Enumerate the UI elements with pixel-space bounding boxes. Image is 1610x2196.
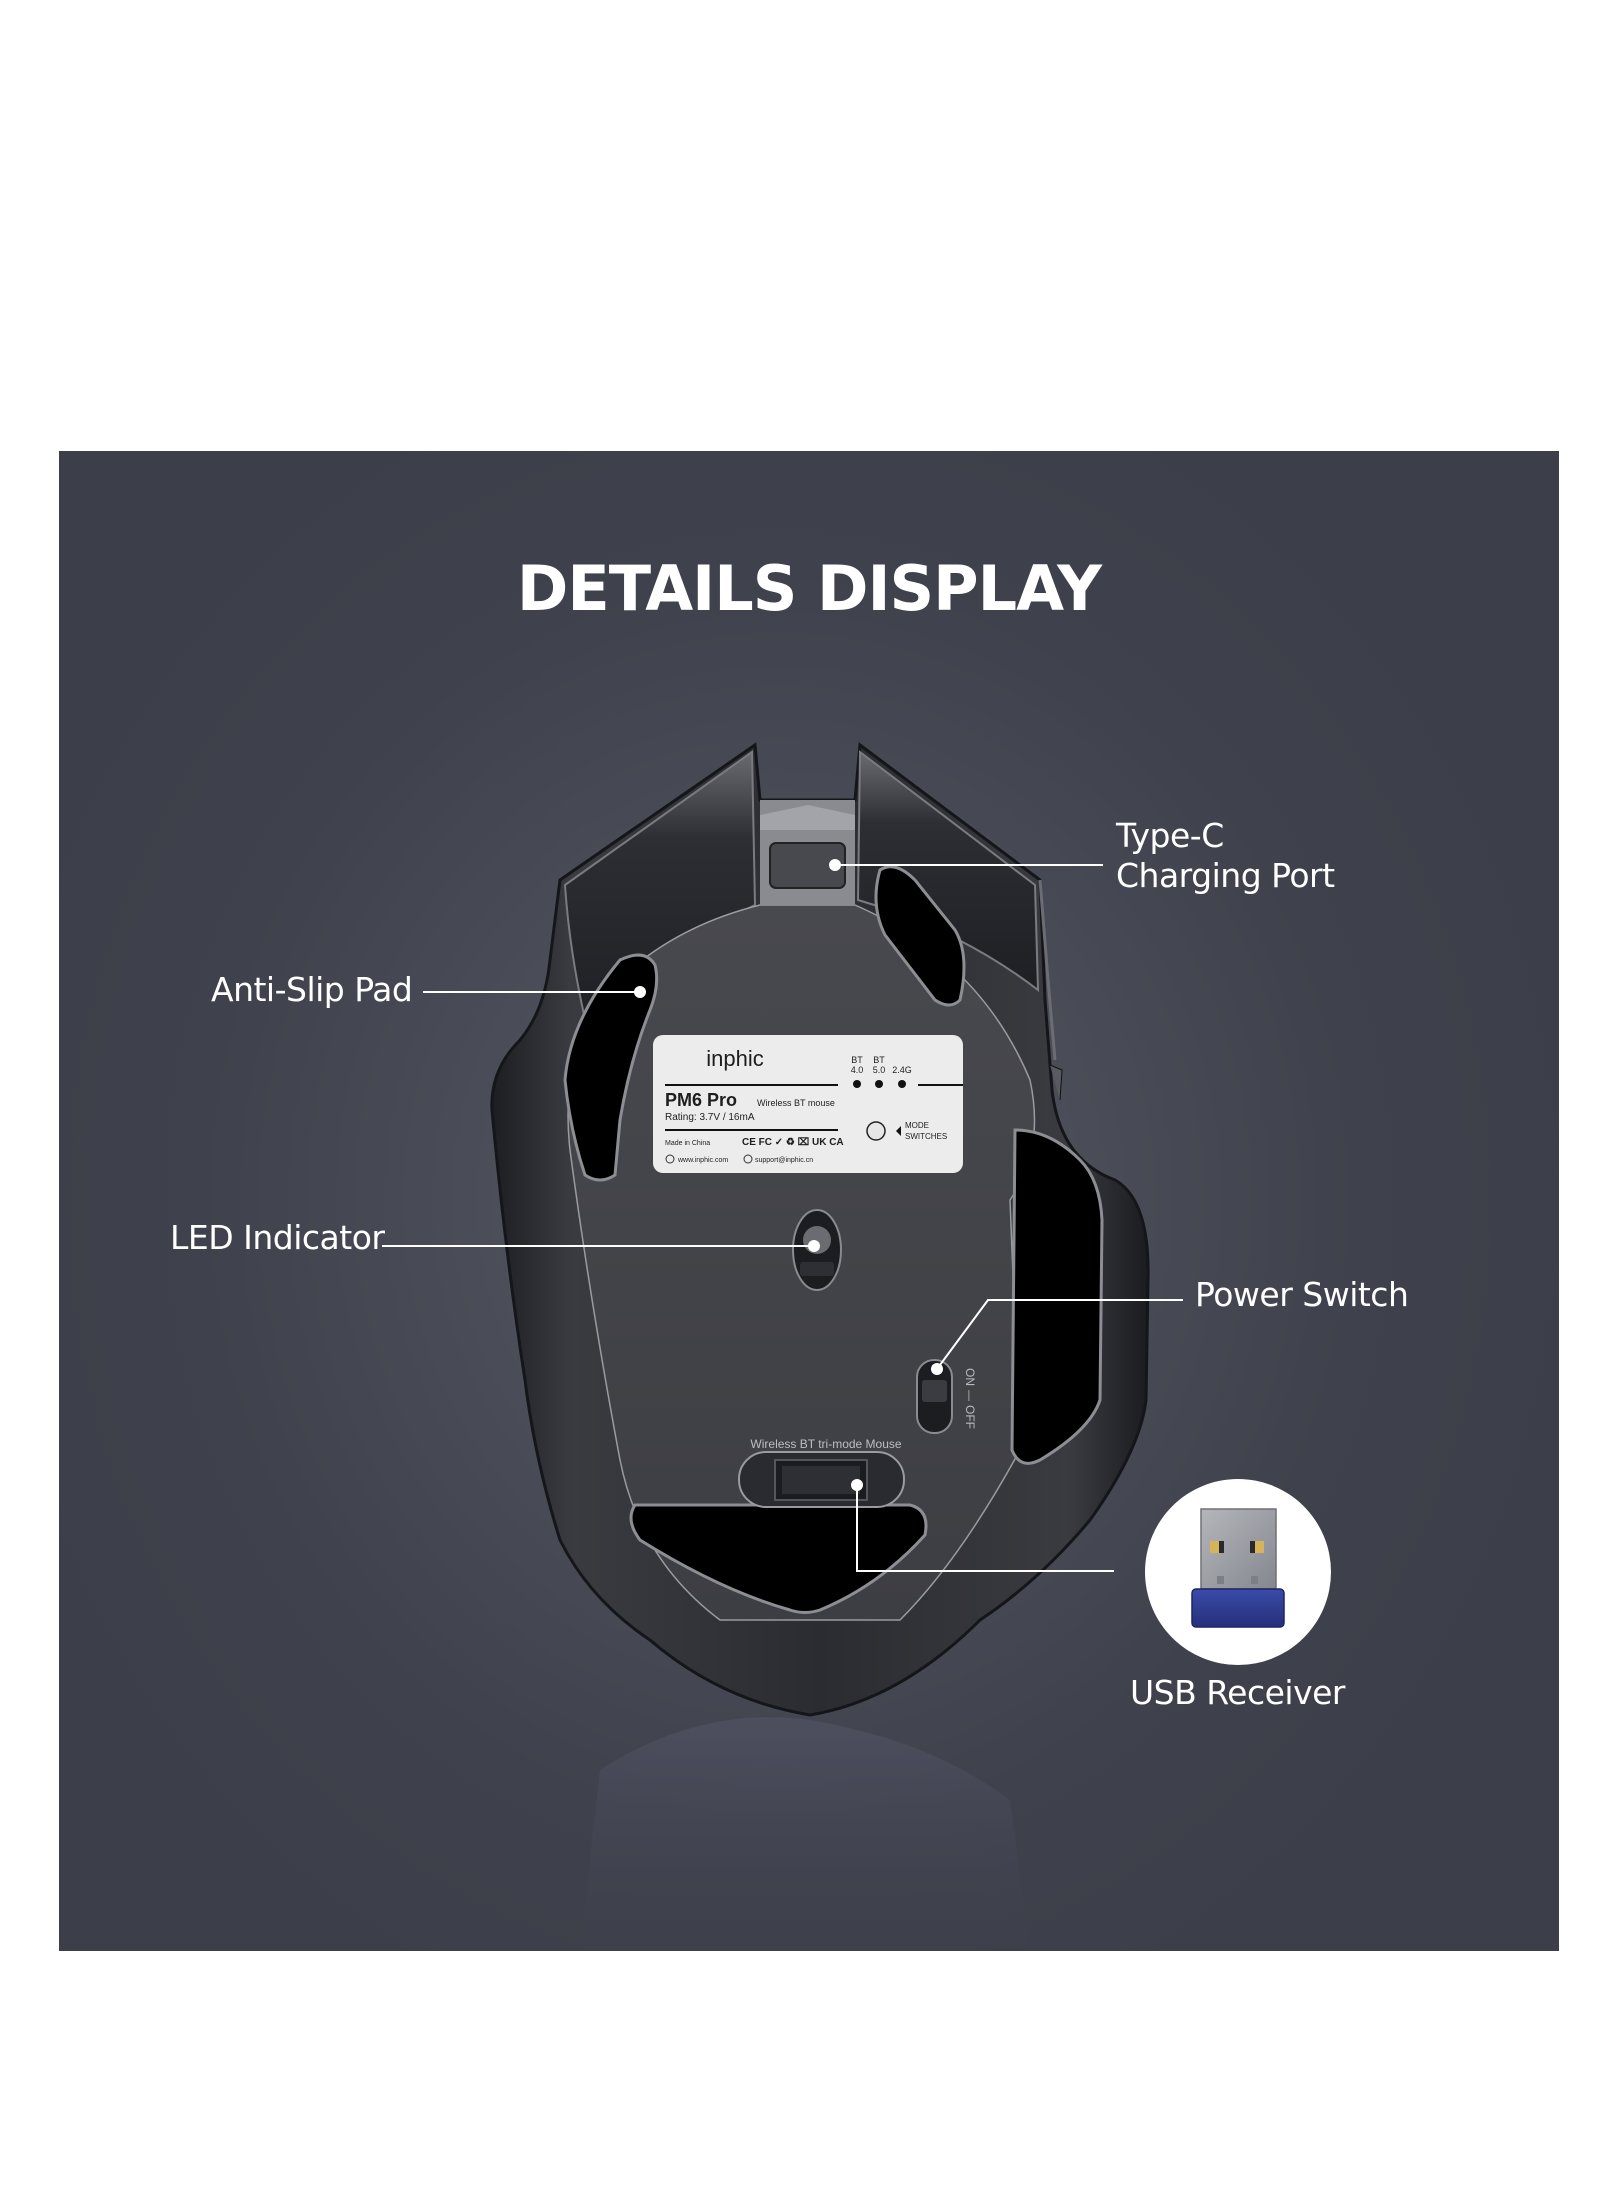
label-origin: Made in China [665,1140,710,1147]
label-brand: inphic [706,1046,763,1071]
label-description: Wireless BT mouse [757,1098,835,1108]
receiver-slot-dot [851,1479,863,1491]
switch-dash: — [963,1390,975,1401]
callout-led-indicator: LED Indicator [170,1218,385,1257]
page-title: DETAILS DISPLAY [516,552,1102,625]
anti-slip-pad-top-right [874,865,966,1007]
anti-slip-pad-dot [634,986,646,998]
product-label: inphic PM6 Pro Wireless BT mouse Rating:… [653,1035,963,1173]
mode-dot-bt50 [875,1080,883,1088]
switch-on-label: ON [963,1368,977,1386]
callout-anti-slip-pad: Anti-Slip Pad [211,970,413,1009]
callout-usb-receiver: USB Receiver [1130,1673,1346,1712]
svg-text:2.4G: 2.4G [892,1065,912,1075]
label-support: support@inphic.cn [755,1157,813,1164]
mouse-bottom-text: Wireless BT tri-mode Mouse [750,1437,901,1451]
power-switch-dot [931,1363,943,1375]
svg-text:BT: BT [873,1055,885,1065]
led-dot [808,1240,820,1252]
label-rating: Rating: 3.7V / 16mA [665,1112,755,1123]
svg-text:4.0: 4.0 [851,1065,864,1075]
callout-power-switch: Power Switch [1195,1275,1409,1314]
svg-text:BT: BT [851,1055,863,1065]
svg-text:SWITCHES: SWITCHES [905,1132,947,1141]
switch-off-label: OFF [963,1405,977,1429]
callout-lines [382,864,1183,1572]
callout-type-c-line1: Type-C [1116,816,1224,855]
usb-receiver-badge [1145,1479,1331,1665]
label-model: PM6 Pro [665,1090,737,1110]
anti-slip-pad-right [1010,1128,1104,1465]
label-certifications: CE FC ✓ ♻ ⌧ UK CA [742,1137,844,1148]
type-c-dot [829,859,841,871]
anti-slip-pad-left [563,953,659,1182]
svg-text:MODE: MODE [905,1121,929,1130]
mode-switch-button [866,1121,886,1141]
usb-cap [1191,1588,1285,1628]
label-website: www.inphic.com [677,1157,728,1164]
anti-slip-pad-bottom [629,1503,928,1614]
callout-type-c-line2: Charging Port [1116,856,1335,895]
mouse-reflection [580,1717,1030,1951]
mode-dot-bt40 [853,1080,861,1088]
mode-dot-24g [898,1080,906,1088]
svg-text:5.0: 5.0 [873,1065,886,1075]
